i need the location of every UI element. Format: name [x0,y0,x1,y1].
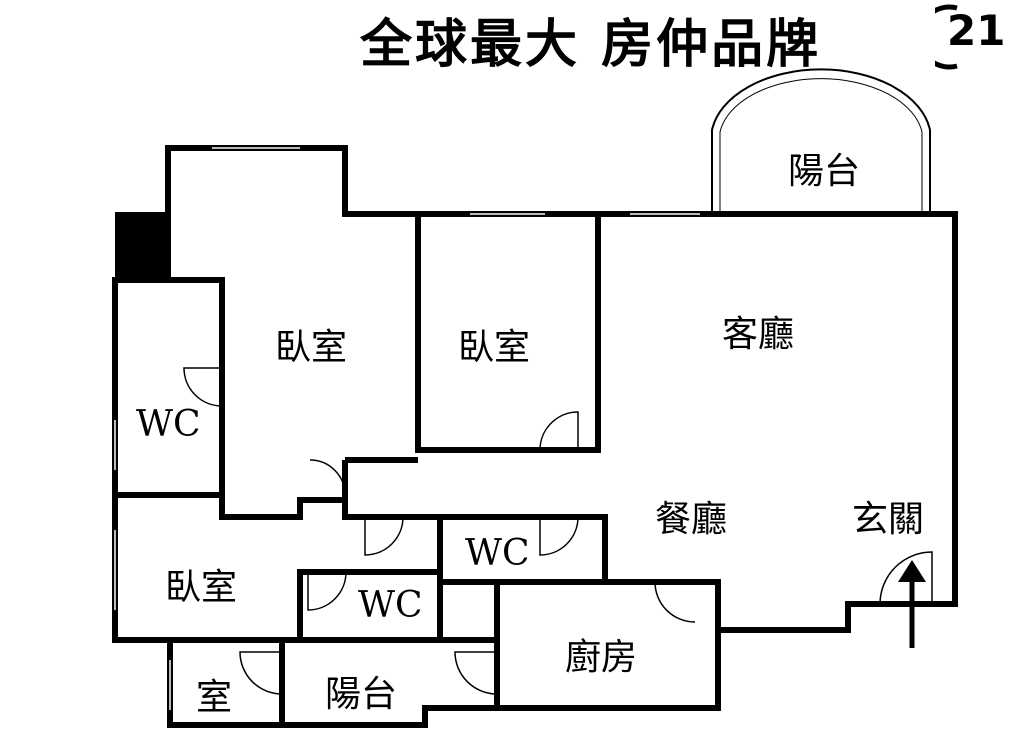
door-small-room [239,651,283,695]
door-balcony-bottom [454,651,498,695]
wall-wc3 [297,569,440,640]
room-label-wc-3: WC [358,585,423,626]
room-label-balcony-bottom: 陽台 [325,674,398,715]
room-label-bedroom-1: 臥室 [275,327,348,368]
room-label-entrance: 玄關 [852,499,925,540]
door-kitchen [654,581,696,623]
balcony-top-outline [711,68,931,214]
door-wc1 [183,367,223,407]
room-label-living-room: 客廳 [722,314,795,355]
room-label-bedroom-2: 臥室 [458,327,531,368]
entrance-arrow-icon [898,560,926,648]
door-entrance [879,551,933,605]
room-label-wc-2: WC [465,533,530,574]
door-bedroom2 [539,411,579,451]
room-label-small-room: 室 [196,677,233,718]
century21-logo: 21 [916,0,1024,74]
door-wc2 [539,516,579,556]
wall-bedroom-divider [415,214,601,453]
logo-number: 21 [947,6,1006,55]
structural-column [115,212,168,280]
wall-bedroom1-left [168,277,440,520]
slogan-text: 全球最大 房仲品牌 [360,15,822,75]
door-wc3 [307,571,347,611]
room-label-dining-room: 餐廳 [655,499,728,540]
room-label-balcony-top: 陽台 [788,151,861,192]
wall-wc2 [437,517,605,585]
door-bedroom3 [364,516,404,556]
room-label-bedroom-3: 臥室 [165,567,238,608]
wall-kitchen [494,582,721,711]
room-label-wc-1: WC [136,404,201,445]
door-bedroom1 [309,459,346,496]
room-label-kitchen: 廚房 [565,637,638,678]
